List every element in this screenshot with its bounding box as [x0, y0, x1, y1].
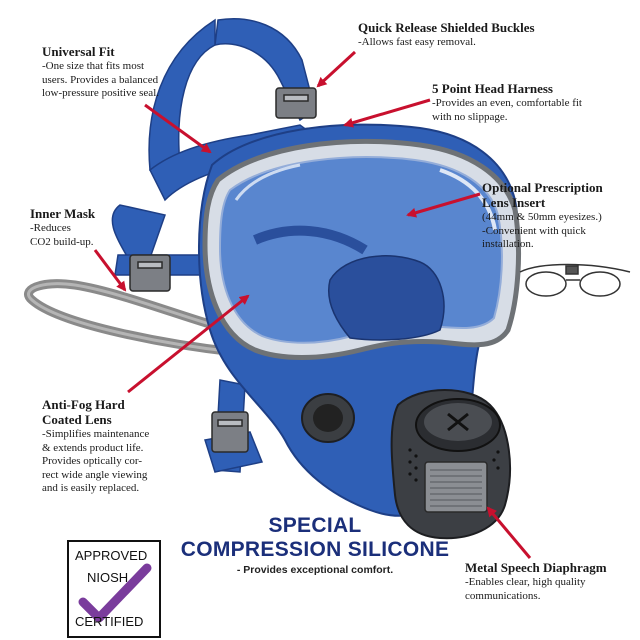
callout-head-harness: 5 Point Head Harness -Provides an even, …	[432, 81, 582, 124]
buckles	[129, 87, 317, 453]
callout-desc: -Enables clear, high quality communicati…	[465, 576, 586, 602]
callout-quick-release: Quick Release Shielded Buckles -Allows f…	[358, 20, 535, 50]
callout-desc: -Allows fast easy removal.	[358, 36, 476, 48]
headline-line1: SPECIAL	[268, 514, 362, 537]
checkmark-icon	[78, 563, 152, 623]
callout-title: Inner Mask	[30, 206, 96, 221]
callout-title: Metal Speech Diaphragm	[465, 560, 607, 575]
callout-anti-fog-lens: Anti-Fog Hard Coated Lens -Simplifies ma…	[42, 397, 149, 496]
callout-desc: (44mm & 50mm eyesizes.) -Convenient with…	[482, 211, 602, 250]
callout-speech-diaphragm: Metal Speech Diaphragm -Enables clear, h…	[465, 560, 607, 603]
headline-subtitle: - Provides exceptional comfort.	[236, 564, 394, 576]
callout-prescription-insert: Optional Prescription Lens Insert (44mm …	[482, 180, 603, 252]
callout-desc: -Provides an even, comfortable fit with …	[432, 97, 582, 123]
callout-title: Quick Release Shielded Buckles	[358, 20, 535, 35]
callout-desc: -One size that fits most users. Provides…	[42, 60, 159, 99]
callout-desc: -Reduces CO2 build-up.	[30, 222, 94, 248]
callout-title: 5 Point Head Harness	[432, 81, 553, 96]
headline: SPECIAL COMPRESSION SILICONE - Provides …	[170, 514, 460, 576]
headline-line2: COMPRESSION SILICONE	[180, 538, 450, 561]
callout-arrows	[93, 50, 532, 559]
callout-desc: -Simplifies maintenance & extends produc…	[42, 428, 150, 494]
callout-title: Optional Prescription Lens Insert	[482, 180, 603, 210]
callout-inner-mask: Inner Mask -Reduces CO2 build-up.	[30, 206, 95, 249]
badge-approved-text: APPROVED	[75, 548, 148, 563]
badge-certified-text: CERTIFIED	[75, 614, 144, 629]
badge-niosh-text: NIOSH	[87, 570, 129, 585]
callout-title: Anti-Fog Hard Coated Lens	[42, 397, 125, 427]
callout-title: Universal Fit	[42, 44, 115, 59]
speech-diaphragm	[390, 389, 511, 540]
prescription-insert-illustration	[519, 263, 631, 297]
niosh-badge: APPROVED NIOSH CERTIFIED	[67, 540, 161, 638]
callout-universal-fit: Universal Fit -One size that fits most u…	[42, 44, 159, 101]
inner-mask	[328, 255, 445, 341]
